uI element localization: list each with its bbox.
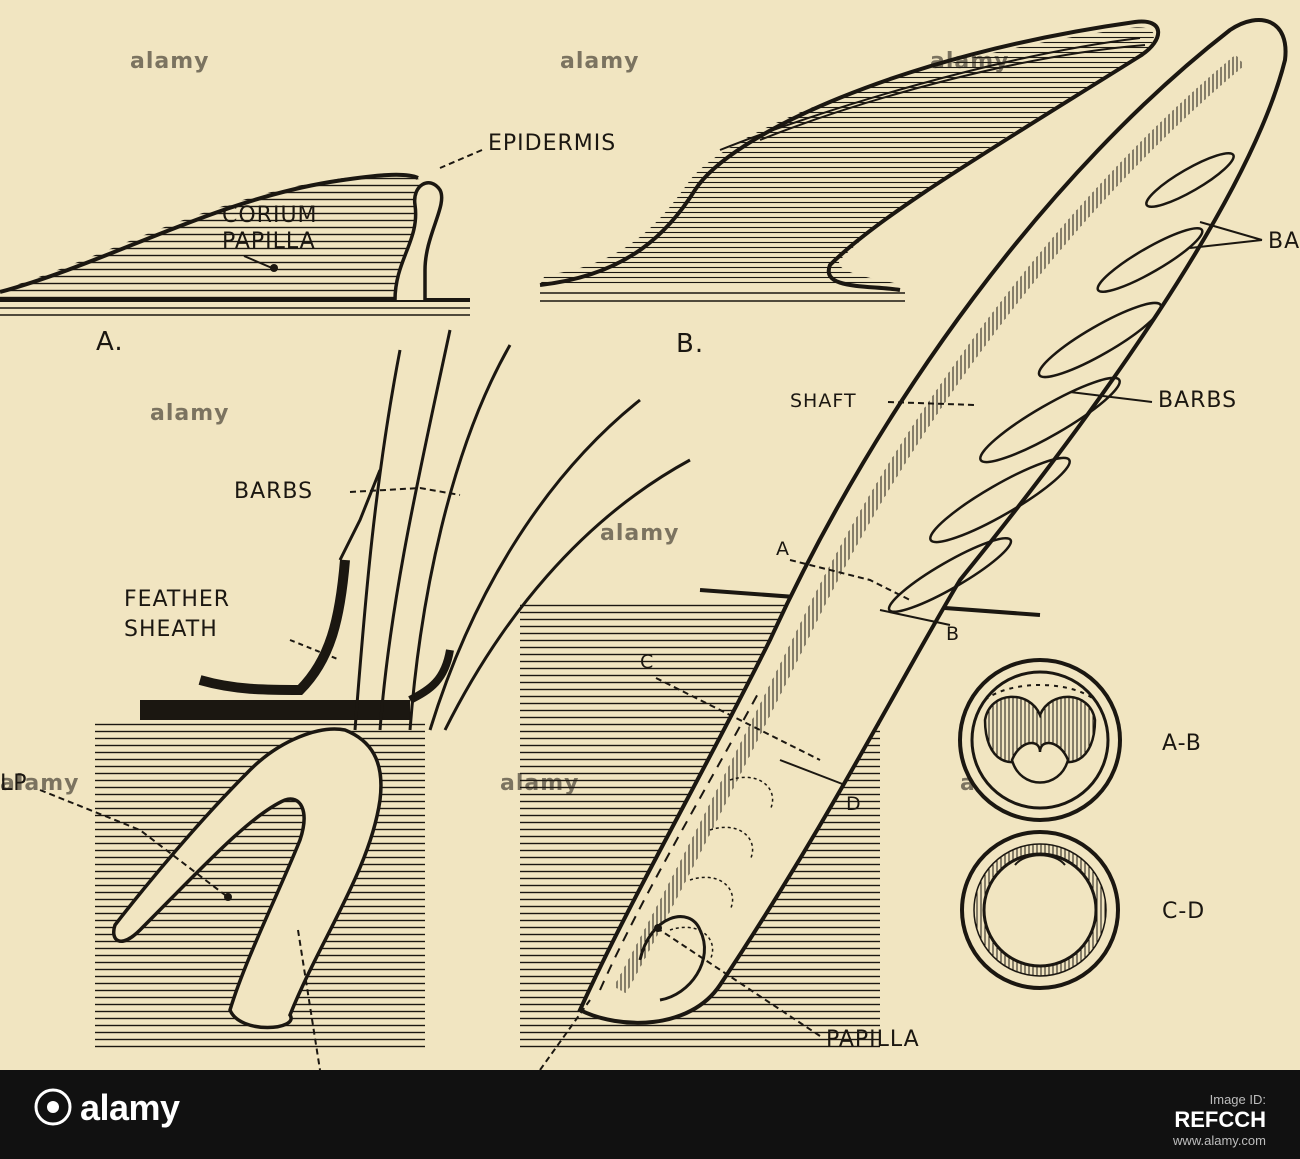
- label-shaft-group: SHAFT: [790, 390, 976, 412]
- panel-c-down-feather: [95, 329, 691, 1050]
- label-epidermis-group: EPIDERMIS: [439, 131, 616, 169]
- label-section-d: D: [846, 793, 862, 815]
- label-cross-cd: C-D: [1162, 899, 1205, 924]
- svg-text:alamy: alamy: [0, 771, 80, 796]
- label-papilla-bottom: PAPILLA: [826, 1027, 920, 1052]
- stock-footer: alamy Image ID: REFCCH www.alamy.com: [0, 1070, 1300, 1159]
- label-feather-sheath-group: FEATHER SHEATH: [124, 587, 341, 661]
- label-section-c: C: [640, 651, 654, 673]
- label-ba-cut-group: BA: [1189, 221, 1300, 254]
- label-epidermis: EPIDERMIS: [488, 131, 616, 156]
- panel-b-germ: [539, 19, 1161, 302]
- leader-bottom-center: [539, 999, 591, 1070]
- svg-text:alamy: alamy: [560, 49, 640, 74]
- label-ba-cut: BA: [1268, 229, 1300, 254]
- label-barbs-right: BARBS: [1158, 388, 1237, 413]
- svg-text:alamy: alamy: [130, 49, 210, 74]
- alamy-logo-icon: [34, 1088, 72, 1126]
- label-feather: FEATHER: [124, 587, 230, 612]
- label-papilla-top: PAPILLA: [222, 229, 316, 254]
- cross-section-c-d: [960, 830, 1120, 990]
- label-lp: LP: [0, 771, 28, 796]
- label-section-a: A: [776, 538, 790, 560]
- label-cross-ab: A-B: [1162, 731, 1202, 756]
- label-barbs-right-group: BARBS: [1069, 388, 1237, 413]
- label-papilla-bottom-group: PAPILLA: [654, 924, 920, 1052]
- section-markers: A B C D: [640, 538, 960, 815]
- footer-brand-text: alamy: [80, 1087, 180, 1128]
- label-sheath: SHEATH: [124, 617, 218, 642]
- label-panel-a: A.: [96, 327, 124, 357]
- svg-text:alamy: alamy: [600, 521, 680, 546]
- panel-d-contour-feather: [520, 18, 1288, 1050]
- feather-development-diagram: alamy alamy alamy alamy alamy alamy alam…: [0, 18, 1300, 1070]
- footer-meta: Image ID: REFCCH www.alamy.com: [1173, 1092, 1266, 1148]
- label-barbs-left: BARBS: [234, 479, 313, 504]
- label-panel-b: B.: [676, 329, 704, 359]
- image-id-label: Image ID:: [1209, 1092, 1266, 1107]
- cross-section-a-b: [958, 658, 1122, 822]
- label-shaft: SHAFT: [790, 390, 857, 412]
- label-section-b: B: [946, 623, 960, 645]
- image-id: REFCCH: [1174, 1107, 1266, 1132]
- label-corium: CORIUM: [222, 203, 318, 228]
- svg-text:alamy: alamy: [150, 401, 230, 426]
- label-corium-papilla: CORIUM PAPILLA: [222, 203, 318, 272]
- label-lp-group: LP: [0, 771, 232, 901]
- panel-a-bud: [0, 172, 470, 316]
- label-barbs-left-group: BARBS: [234, 479, 461, 504]
- site-url: www.alamy.com: [1173, 1133, 1266, 1148]
- footer-brand: alamy: [34, 1087, 180, 1129]
- leader-bottom-left: [297, 929, 321, 1070]
